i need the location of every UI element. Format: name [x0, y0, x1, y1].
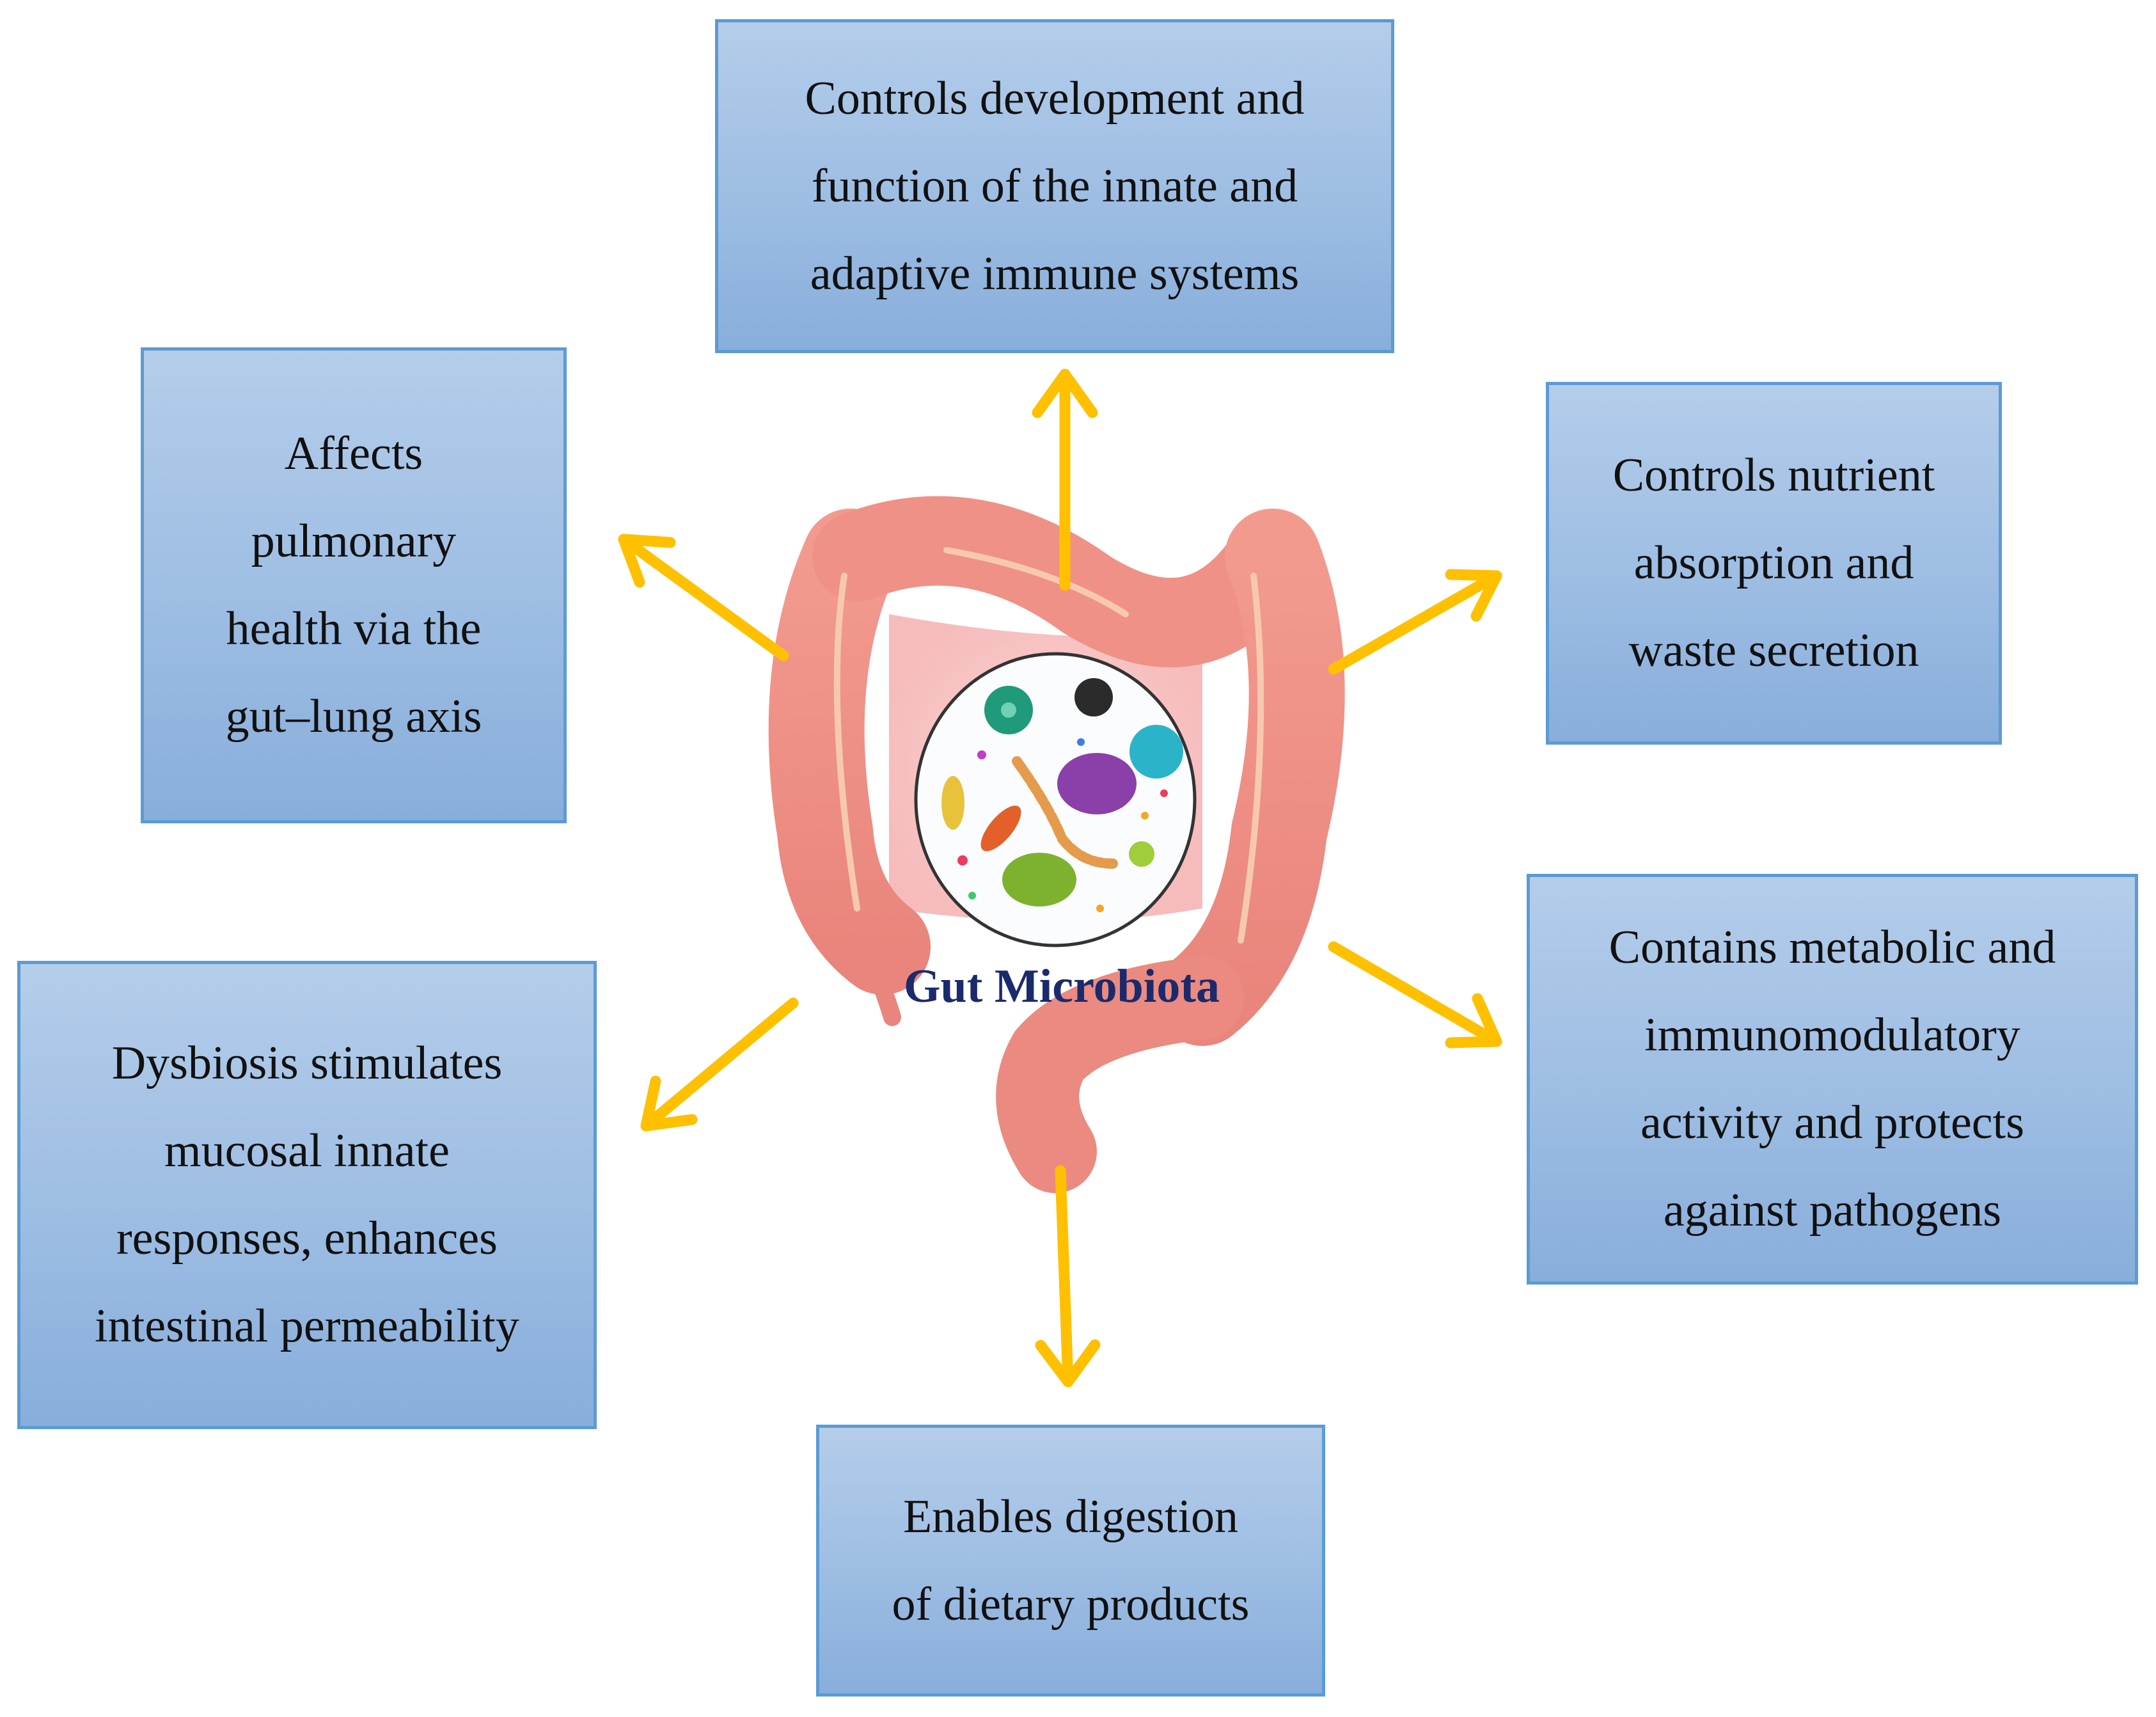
box-digestion: Enables digestion of dietary products — [816, 1425, 1325, 1697]
purple-bacterium — [1057, 753, 1137, 814]
descending-colon — [1154, 509, 1345, 1046]
haustra-lines — [833, 547, 1264, 944]
orange-bacterium — [980, 805, 1021, 851]
blue-virus — [1129, 725, 1183, 779]
box-immune-systems: Controls development and function of the… — [715, 19, 1394, 353]
box-digestion-text: Enables digestion of dietary products — [892, 1490, 1250, 1631]
appendix — [854, 931, 901, 1026]
rectum — [996, 956, 1244, 1193]
arrow-down — [1035, 1165, 1101, 1388]
green-bacterium — [1002, 853, 1076, 906]
arrow-up-left — [618, 534, 789, 661]
microbiota-circle — [914, 652, 1197, 947]
arrows — [618, 368, 1502, 1388]
box-pulmonary-health: Affects pulmonary health via the gut–lun… — [141, 347, 567, 823]
arrow-down-right — [1328, 941, 1502, 1048]
chain-bacterium — [1012, 756, 1118, 869]
yellow-bacterium — [941, 776, 964, 830]
arrow-down-left — [640, 997, 799, 1132]
gut-microbiota-label: Gut Microbiota — [904, 960, 1220, 1013]
box-metabolic-activity: Contains metabolic and immunomodulatory … — [1527, 874, 2138, 1285]
box-nutrient-absorption: Controls nutrient absorption and waste s… — [1546, 382, 2002, 745]
box-dysbiosis-text: Dysbiosis stimulates mucosal innate resp… — [95, 1037, 519, 1352]
arrow-up — [1032, 368, 1098, 591]
ascending-colon — [768, 509, 931, 995]
box-pulmonary-health-text: Affects pulmonary health via the gut–lun… — [225, 427, 482, 743]
box-nutrient-absorption-text: Controls nutrient absorption and waste s… — [1612, 449, 1935, 677]
box-dysbiosis: Dysbiosis stimulates mucosal innate resp… — [17, 961, 597, 1429]
box-metabolic-activity-text: Contains metabolic and immunomodulatory … — [1609, 921, 2056, 1237]
box-immune-systems-text: Controls development and function of the… — [805, 72, 1305, 300]
arrow-up-right — [1328, 569, 1502, 675]
black-virus — [1074, 678, 1113, 716]
